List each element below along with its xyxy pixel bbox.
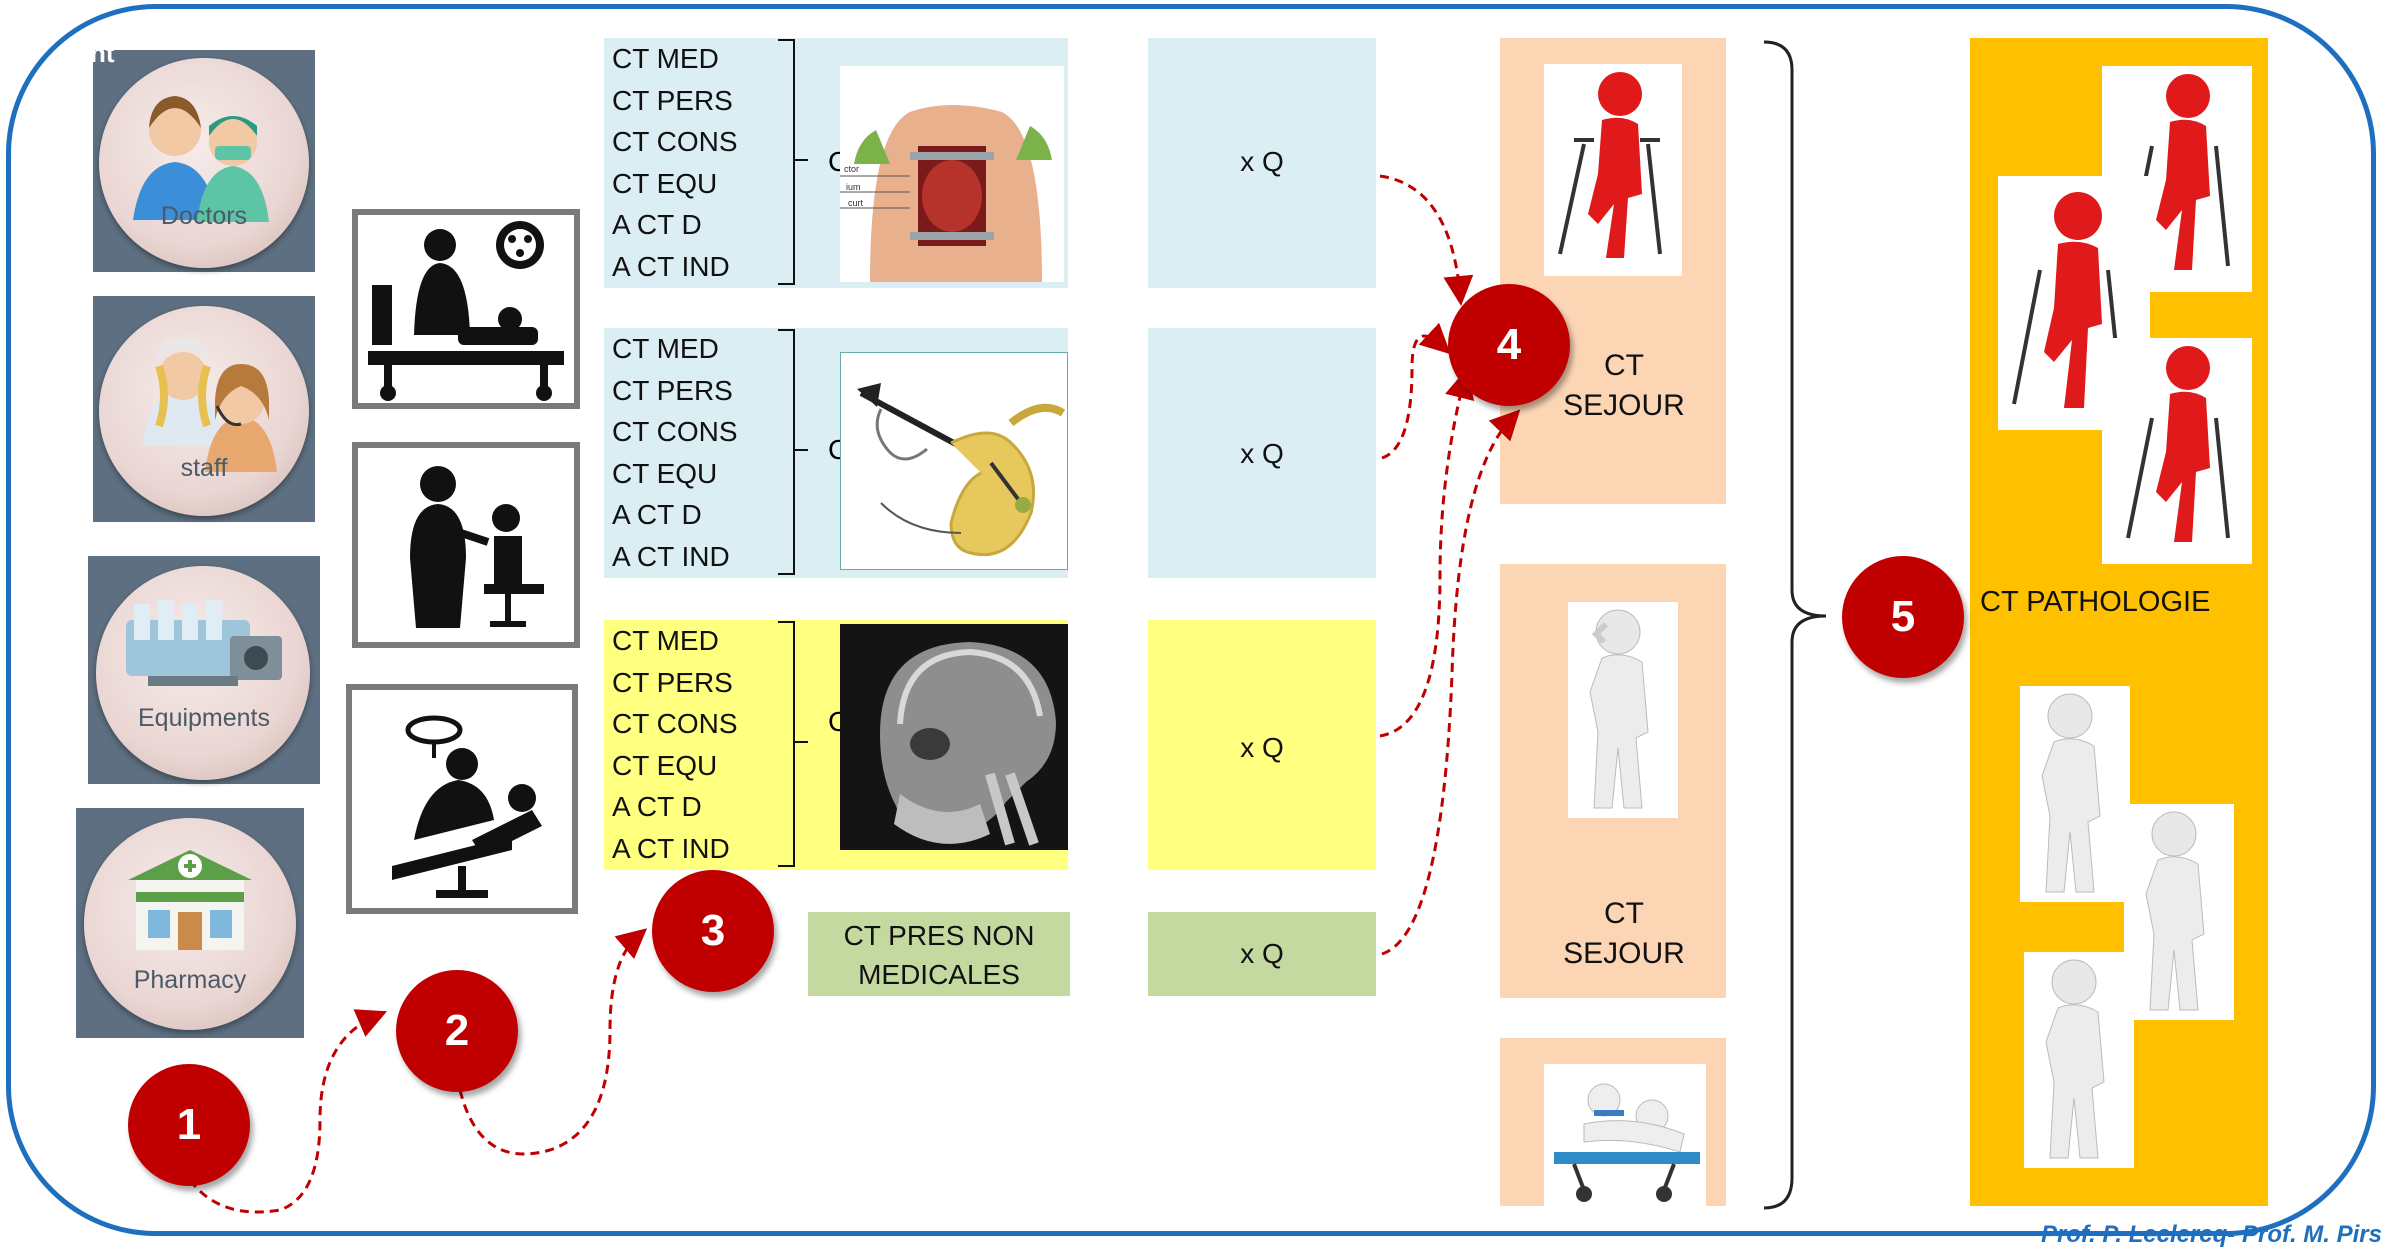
cost-items-list: CT MED CT PERS CT CONS CT EQU A CT D A C… [612, 38, 738, 287]
cost-item: A CT D [612, 209, 702, 240]
patient-stretcher-icon [1544, 1064, 1706, 1206]
svg-text:curt: curt [848, 198, 864, 208]
cost-block-2: CT MED CT PERS CT CONS CT EQU A CT D A C… [604, 328, 1068, 578]
sejour-block-3 [1500, 1038, 1726, 1206]
white-figure-pain-icon [1568, 602, 1678, 818]
cost-item: A CT D [612, 791, 702, 822]
red-figure-crutches-icon [1544, 64, 1682, 276]
grouping-brace [1763, 40, 1827, 1210]
consultation-icon [410, 466, 544, 628]
cost-item: CT EQU [612, 457, 718, 489]
pathologie-label: CT PATHOLOGIE [1980, 586, 2211, 618]
dental-care-icon [392, 715, 542, 898]
resource-label: Doctors [160, 202, 248, 230]
pathologie-block: CT PATHOLOGIE [1970, 38, 2268, 1206]
cost-item: CT CONS [612, 126, 738, 157]
non-medical-label: CT PRES NON MEDICALES [843, 920, 1035, 990]
cost-item: CT MED [612, 43, 719, 74]
multiplier-box-4: x Q [1148, 912, 1376, 996]
cost-item: A CT D [612, 499, 702, 530]
cost-block-1: CT MED CT PERS CT CONS CT EQU A CT D A C… [604, 38, 1068, 288]
resource-label: Pharmacy [133, 966, 247, 994]
multiplier-box-3: x Q [1148, 620, 1376, 870]
step-badge-1: 1 [128, 1064, 250, 1186]
svg-text:ctor: ctor [844, 164, 859, 174]
cost-item: CT CONS [612, 416, 738, 447]
resource-label: staff [180, 454, 228, 482]
white-figure-pain-icon [2124, 804, 2234, 1020]
cost-item: CT EQU [612, 749, 718, 781]
step-badge-3: 3 [652, 870, 774, 992]
corner-text: nt [90, 38, 115, 68]
step-badge-5: 5 [1842, 556, 1964, 678]
cost-item: CT CONS [612, 708, 738, 739]
resource-label: Equipments [137, 704, 271, 732]
staff-icon [143, 338, 277, 472]
rounded-frame [6, 4, 2376, 1236]
cost-item: A CT IND [612, 250, 730, 282]
red-figure-crutches-icon [2102, 338, 2252, 564]
cost-item: CT PERS [612, 84, 733, 116]
doctors-icon [133, 96, 269, 222]
cost-item: CT EQU [612, 167, 718, 199]
skull-xray-image [840, 624, 1068, 850]
equipments-tile: Equipments [88, 556, 320, 784]
svg-text:ium: ium [846, 182, 861, 192]
cost-item: A CT IND [612, 540, 730, 572]
cost-bracket [778, 39, 808, 285]
doctors-tile: Doctors [93, 50, 315, 272]
sejour-block-1: CT SEJOUR [1500, 38, 1726, 504]
multiplier-box-2: x Q [1148, 328, 1376, 578]
white-figure-pain-icon [2020, 686, 2130, 902]
open-heart-surgery-image: ctor ium curt [840, 66, 1064, 282]
multiplier-label: x Q [1240, 438, 1284, 469]
pharmacy-tile: Pharmacy [76, 808, 304, 1038]
multiplier-label: x Q [1240, 146, 1284, 177]
multiplier-box-1: x Q [1148, 38, 1376, 288]
surgery-icon [368, 221, 564, 401]
red-figure-crutches-icon [1998, 176, 2150, 430]
sejour-label: CT SEJOUR [1563, 349, 1685, 422]
equipments-icon [126, 600, 282, 686]
cost-block-3: CT MED CT PERS CT CONS CT EQU A CT D A C… [604, 620, 1068, 870]
cost-item: CT PERS [612, 666, 733, 698]
white-figure-pain-icon [2024, 952, 2134, 1168]
cost-item: A CT IND [612, 832, 730, 864]
cost-items-list: CT MED CT PERS CT CONS CT EQU A CT D A C… [612, 620, 738, 869]
multiplier-label: x Q [1240, 732, 1284, 763]
cost-item: CT MED [612, 625, 719, 656]
cost-items-list: CT MED CT PERS CT CONS CT EQU A CT D A C… [612, 328, 738, 577]
multiplier-label: x Q [1240, 938, 1284, 969]
cost-item: CT MED [612, 333, 719, 364]
cost-bracket [778, 329, 808, 575]
cost-bracket [778, 621, 808, 867]
cost-item: CT PERS [612, 374, 733, 406]
sejour-block-2: CT SEJOUR [1500, 564, 1726, 998]
sejour-label: CT SEJOUR [1563, 897, 1685, 970]
pharmacy-icon [128, 850, 252, 950]
footer-credit: Prof. P. Leclercq- Prof. M. Pirs [2041, 1221, 2382, 1248]
activity-surgery-box [352, 209, 580, 409]
endoscopy-image [840, 352, 1068, 570]
non-medical-block: CT PRES NON MEDICALES [808, 912, 1070, 996]
staff-tile: staff [93, 296, 315, 522]
step-badge-2: 2 [396, 970, 518, 1092]
step-badge-4: 4 [1448, 284, 1570, 406]
activity-dental-box [346, 684, 578, 914]
activity-consultation-box [352, 442, 580, 648]
